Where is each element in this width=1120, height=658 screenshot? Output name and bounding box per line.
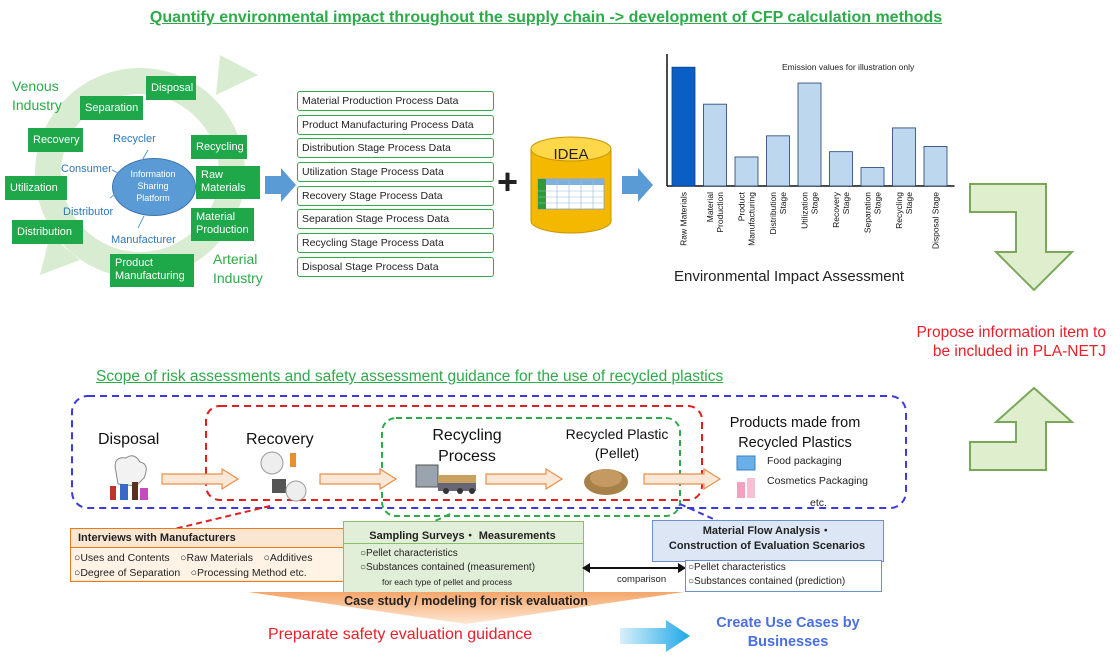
cycle-box-separation: Separation [80,96,143,120]
mfa-title: Material Flow Analysis・ Construction of … [668,525,866,552]
mfa-box [652,520,884,562]
x-tick-label: DistributionStage [768,192,788,235]
stage-disposal: Disposal [98,431,160,448]
flow-arrows [161,468,722,490]
process-data-item: Utilization Stage Process Data [297,162,494,183]
x-tick-label: MaterialProduction [705,192,725,233]
mfa-item2: ○Substances contained (prediction) [688,576,846,587]
x-tick-label: Disposal Stage [931,192,941,249]
actor-distributor: Distributor [63,206,114,218]
x-tick-label: RecyclingStage [894,192,914,229]
sampling-divider [344,543,583,544]
process-data-item: Disposal Stage Process Data [297,256,494,277]
pellet-pile-icon [584,469,628,495]
interviews-title: Interviews with Manufacturers [78,532,236,544]
cycle-box-distribution: Distribution [12,220,83,244]
process-data-item: Material Production Process Data [297,91,494,111]
interviews-row1: ○Uses and Contents ○Raw Materials ○Addit… [74,552,313,564]
process-data-item: Recycling Stage Process Data [297,233,494,254]
cycle-box-disposal: Disposal [146,76,196,100]
use-cases-text: Create Use Cases by Businesses [716,615,860,650]
bar [734,156,759,187]
cosmetics-package-icon [737,478,755,498]
info-sharing-platform-label: Information Sharing Platform [130,169,176,203]
x-tick-label: Raw Materials [679,192,689,246]
info-sharing-platform [112,158,196,216]
cycle-box-recovery: Recovery [28,128,83,152]
product-example-food: Food packaging [767,455,842,467]
up-arrow-icon [969,386,1075,471]
scope-boxes [71,395,907,531]
stage-recovery: Recovery [246,431,314,448]
case-study-funnel [248,592,684,624]
bar [829,151,853,187]
stage-products: Products made from Recycled Plastics [729,415,861,451]
sampling-item2: ○Substances contained (measurement) [360,562,536,573]
bar [892,127,916,187]
arterial-industry-label: Arterial Industry [213,251,263,286]
process-data-item: Separation Stage Process Data [297,209,494,230]
process-data-item: Recovery Stage Process Data [297,185,494,206]
plus-sign: + [497,161,519,202]
cycle-box-material-production: Material Production [191,208,254,241]
actor-recycler: Recycler [113,133,156,145]
product-example-cosmetics: Cosmetics Packaging [767,475,868,487]
x-tick-label: UtilizationStage [800,192,820,229]
platform-connectors [109,149,149,229]
process-data-item: Product Manufacturing Process Data [297,114,494,135]
idea-label: IDEA [553,146,589,163]
sampling-item3: for each type of pellet and process [382,577,512,587]
environmental-impact-chart: Raw Materials MaterialProduction ProductMa… [666,54,955,249]
process-data-item: Distribution Stage Process Data [297,138,494,159]
cycle-box-utilization: Utilization [5,176,67,200]
bar [766,135,790,187]
mfa-items-box [685,560,882,592]
collection-icon [260,451,307,502]
product-example-etc: etc. [810,497,827,509]
gradient-arrow-icon [620,620,690,652]
venous-industry-label: Venous Industry [12,78,62,113]
cycle-box-product-manufacturing: Product Manufacturing [110,254,194,287]
mfa-item1: ○Pellet characteristics [688,562,786,573]
food-package-icon [736,455,756,471]
chart-annotation: Emission values for illustration only [782,62,915,72]
x-tick-label: ProductManufacturing [737,191,757,246]
bar [703,103,727,187]
top-title: Quantify environmental impact throughout… [149,9,943,26]
chart-xlabel: Environmental Impact Assessment [674,268,905,285]
idea-database-icon [530,136,612,234]
x-tick-label: RecoveryStage [831,191,851,228]
comparison-arrow-icon [582,563,686,573]
sampling-title: Sampling Surveys・ Measurements [369,530,556,542]
recycling-machine-icon [415,464,476,494]
bar [797,82,822,187]
bar [860,167,885,187]
guidance-text: Preparate safety evaluation guidance [268,626,533,643]
actor-manufacturer: Manufacturer [111,234,176,246]
stage-recycling-process: Recycling Process [432,427,502,465]
down-arrow-icon [969,183,1075,292]
comparison-label: comparison [617,574,667,585]
waste-bag-icon [110,455,148,500]
process-data-list: Material Production Process Data Product… [297,91,494,281]
actor-consumer: Consumer [61,163,112,175]
arrow-right-icon [265,168,296,202]
propose-text: Propose information item to be included … [916,324,1106,360]
sampling-item1: ○Pellet characteristics [360,548,458,559]
interviews-row2: ○Degree of Separation ○Processing Method… [74,567,307,579]
stage-recycled-plastic: Recycled Plastic (Pellet) [565,426,669,461]
bottom-title: Scope of risk assessments and safety ass… [96,368,724,385]
bar [671,66,696,187]
cycle-box-raw-materials: Raw Materials [196,166,260,199]
bar [923,146,948,187]
arrow-right-icon [622,168,653,202]
x-tick-label: SeparationStage [863,192,883,233]
interviews-items-bg [71,547,346,580]
case-study-label: Case study / modeling for risk evaluatio… [344,594,588,608]
cycle-box-recycling: Recycling [191,135,247,159]
